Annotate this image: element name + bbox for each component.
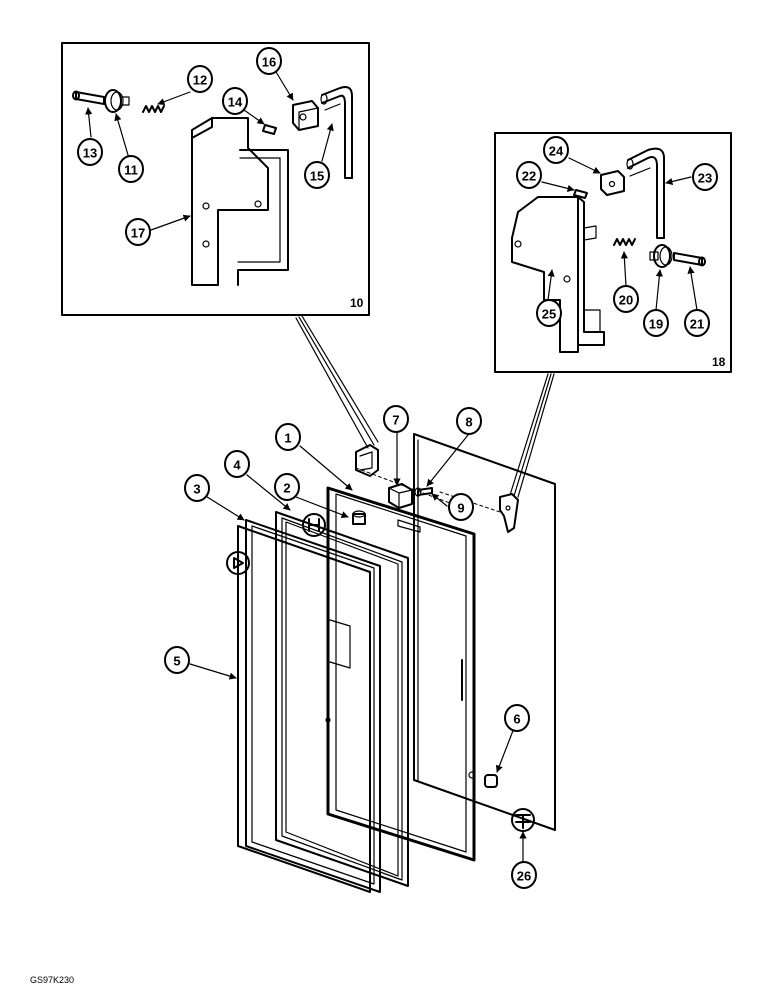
callout-7: 7 (383, 405, 409, 433)
inset-left: 10 (61, 42, 370, 316)
nut-part (352, 510, 366, 525)
image-code: GS97K230 (30, 975, 74, 985)
svg-text:21: 21 (690, 317, 704, 332)
svg-text:6: 6 (513, 712, 520, 727)
svg-text:25: 25 (542, 307, 556, 322)
svg-text:15: 15 (310, 169, 324, 184)
svg-text:19: 19 (649, 317, 663, 332)
hinge-pin-part (626, 147, 665, 239)
callout-1: 1 (275, 423, 301, 451)
roll-pin-part (262, 124, 277, 135)
svg-text:22: 22 (522, 169, 536, 184)
svg-text:3: 3 (193, 482, 200, 497)
svg-text:26: 26 (517, 869, 531, 884)
callout-6: 6 (504, 704, 530, 732)
outer-frame-part (237, 525, 371, 893)
hinge-bracket-part (499, 493, 519, 533)
svg-text:12: 12 (193, 73, 207, 88)
svg-text:20: 20 (619, 293, 633, 308)
callout-14: 14 (222, 87, 248, 115)
hinge-bracket-part (355, 444, 379, 477)
svg-text:14: 14 (228, 95, 243, 110)
callout-15: 15 (304, 161, 330, 189)
callout-19: 19 (643, 309, 669, 337)
svg-text:11: 11 (124, 163, 138, 178)
callout-3: 3 (184, 474, 210, 502)
label-sticker-icon (226, 551, 250, 575)
svg-text:7: 7 (392, 413, 399, 428)
inset-callout-left (295, 315, 379, 449)
label-sticker-icon (302, 513, 326, 537)
svg-text:5: 5 (173, 654, 180, 669)
hinge-pin-part (320, 86, 353, 179)
svg-text:2: 2 (283, 481, 290, 496)
callout-5: 5 (164, 646, 190, 674)
svg-text:9: 9 (457, 501, 464, 516)
screw-part (414, 487, 433, 497)
svg-text:8: 8 (465, 415, 472, 430)
knob-part (104, 89, 130, 113)
svg-text:13: 13 (83, 146, 97, 161)
inset-left-label: 10 (350, 296, 364, 310)
bracket-part (191, 117, 289, 286)
svg-text:16: 16 (262, 55, 276, 70)
callout-26: 26 (511, 861, 537, 889)
roll-pin-part (573, 189, 588, 199)
callout-13: 13 (77, 138, 103, 166)
knob-part (649, 244, 673, 268)
callout-8: 8 (456, 407, 482, 435)
callout-22: 22 (516, 161, 542, 189)
svg-text:23: 23 (698, 171, 712, 186)
door-assembly (189, 431, 556, 893)
rear-panel-part (413, 433, 556, 831)
spring-part (613, 238, 636, 246)
spring-part (142, 105, 165, 113)
callout-21: 21 (684, 309, 710, 337)
inset-right: 18 (494, 132, 732, 373)
inset-right-label: 18 (712, 355, 726, 369)
callout-20: 20 (613, 285, 639, 313)
callout-23: 23 (692, 163, 718, 191)
bumper-part (468, 771, 498, 788)
svg-text:17: 17 (131, 226, 145, 241)
bracket-part (511, 196, 605, 353)
svg-text:4: 4 (233, 458, 241, 473)
callout-4: 4 (224, 450, 250, 478)
svg-text:24: 24 (549, 144, 564, 159)
handle-pin-part (72, 90, 105, 105)
door-frame-part (326, 486, 476, 862)
callout-16: 16 (256, 47, 282, 75)
callout-17: 17 (125, 218, 151, 246)
svg-text:1: 1 (284, 431, 291, 446)
callout-12: 12 (187, 65, 213, 93)
label-sticker-icon (511, 808, 535, 832)
callout-2: 2 (274, 473, 300, 501)
callout-11: 11 (118, 155, 144, 183)
hinge-block-part (600, 170, 625, 196)
callout-24: 24 (543, 136, 569, 164)
seal-part (275, 511, 409, 887)
callout-25: 25 (536, 299, 562, 327)
callout-9: 9 (448, 493, 474, 521)
hinge-block-part (388, 483, 413, 509)
handle-pin-part (673, 252, 706, 267)
hinge-block-part (292, 100, 319, 131)
inset-callout-right (509, 373, 555, 498)
glass-part (245, 519, 381, 893)
